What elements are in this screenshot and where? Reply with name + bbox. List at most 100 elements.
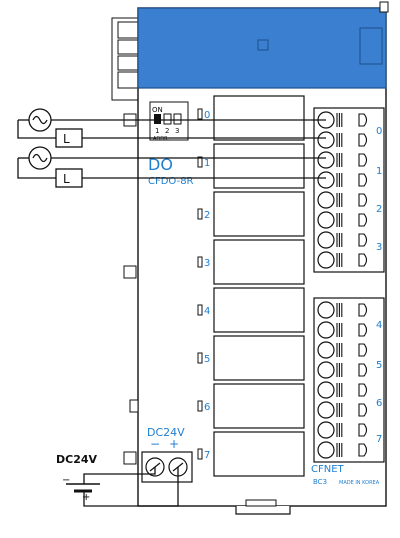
terminal-group-label-1: 1 xyxy=(376,166,382,177)
dip-pos-2: 2 xyxy=(165,127,169,135)
terminal-screw xyxy=(317,171,335,189)
terminal-block-lower xyxy=(313,297,385,463)
terminal-release-tab xyxy=(358,133,368,147)
channel-number-4: 4 xyxy=(204,306,210,317)
external-supply-label: DC24V xyxy=(56,453,98,466)
led-indicator-1 xyxy=(197,156,203,168)
din-clip-slot xyxy=(245,499,277,507)
led-indicator-0 xyxy=(197,108,203,120)
relay-0 xyxy=(213,95,305,141)
terminal-release-tab xyxy=(358,323,368,337)
power-plus-label: + xyxy=(169,437,179,451)
led-indicator-3 xyxy=(197,256,203,268)
cover-screw-icon xyxy=(257,39,269,51)
module-title: DO xyxy=(148,155,173,174)
terminal-screw xyxy=(317,131,335,149)
brand-code: BC3 xyxy=(313,478,327,486)
terminal-group-label-0: 0 xyxy=(376,126,382,137)
power-label: DC24V xyxy=(147,426,185,439)
terminal-group-label-3: 3 xyxy=(376,242,382,253)
terminal-group-labels: 0 1 2 3 4 5 6 7 xyxy=(376,126,382,445)
terminal-group-label-2: 2 xyxy=(376,204,382,215)
terminal-release-tab xyxy=(358,113,368,127)
dip-pos-3: 3 xyxy=(175,127,179,135)
battery-icon xyxy=(66,483,100,493)
terminal-release-tab xyxy=(358,443,368,457)
terminal-release-tab xyxy=(358,213,368,227)
terminal-release-tab xyxy=(358,253,368,267)
terminal-group-label-4: 4 xyxy=(376,320,382,331)
ac-source-icon xyxy=(18,146,52,170)
dip-pos-1: 1 xyxy=(155,127,159,135)
channel-number-6: 6 xyxy=(204,402,210,413)
battery-plus-label: + xyxy=(82,492,90,503)
relay-2 xyxy=(213,191,305,237)
terminal-screw xyxy=(317,211,335,229)
relay-5 xyxy=(213,335,305,381)
terminal-release-tab xyxy=(358,303,368,317)
terminal-release-tab xyxy=(358,363,368,377)
channel-number-1: 1 xyxy=(204,158,210,169)
channel-number-2: 2 xyxy=(204,210,210,221)
brand-label: CFNET xyxy=(311,464,345,475)
module-model: CFDO-8R xyxy=(148,176,194,187)
terminal-release-tab xyxy=(358,173,368,187)
led-indicator-7 xyxy=(197,448,203,460)
load-2: L xyxy=(55,168,83,188)
terminal-screw xyxy=(317,401,335,419)
terminal-screw xyxy=(317,441,335,459)
relay-1 xyxy=(213,143,305,189)
side-latches xyxy=(123,113,139,465)
terminal-release-tab xyxy=(358,193,368,207)
terminal-group-label-6: 6 xyxy=(376,398,382,409)
channel-number-5: 5 xyxy=(204,354,210,365)
terminal-block-upper xyxy=(313,107,385,273)
relay-4 xyxy=(213,287,305,333)
top-connector xyxy=(111,17,143,101)
terminal-screw xyxy=(317,191,335,209)
led-indicator-2 xyxy=(197,208,203,220)
terminal-screw xyxy=(317,251,335,269)
relay-3 xyxy=(213,239,305,285)
dip-switch: ON 1 2 3 ADDR. xyxy=(149,101,189,142)
blue-cover xyxy=(137,7,387,89)
terminal-release-tab xyxy=(358,343,368,357)
terminal-group-label-7: 7 xyxy=(376,434,382,445)
terminal-screw xyxy=(317,231,335,249)
terminal-release-tab xyxy=(358,383,368,397)
terminal-screw xyxy=(317,301,335,319)
terminal-release-tab xyxy=(358,423,368,437)
led-indicator-5 xyxy=(197,352,203,364)
load-1: L xyxy=(55,128,83,148)
terminal-screw xyxy=(317,361,335,379)
power-terminal xyxy=(141,451,193,483)
din-clip xyxy=(235,506,291,515)
terminal-screw xyxy=(317,381,335,399)
channel-number-3: 3 xyxy=(204,258,210,269)
led-indicator-6 xyxy=(197,400,203,412)
relay-7 xyxy=(213,431,305,477)
terminal-screw xyxy=(317,151,335,169)
top-hook xyxy=(379,1,389,13)
ac-source-icon xyxy=(18,108,52,132)
terminal-blocks xyxy=(313,107,385,463)
channel-number-7: 7 xyxy=(204,450,210,461)
battery-minus-label: − xyxy=(62,475,70,486)
terminal-screw xyxy=(317,341,335,359)
terminal-release-tab xyxy=(358,153,368,167)
made-in-label: MADE IN KOREA xyxy=(339,480,380,486)
load-2-symbol: L xyxy=(63,172,70,186)
terminal-release-tab xyxy=(358,233,368,247)
terminal-screw xyxy=(317,321,335,339)
terminal-group-label-5: 5 xyxy=(376,360,382,371)
terminal-release-tab xyxy=(358,403,368,417)
load-1-symbol: L xyxy=(63,132,70,146)
cover-latch xyxy=(359,27,383,65)
terminal-screw xyxy=(317,421,335,439)
field-wiring xyxy=(17,119,326,507)
dip-on-label: ON xyxy=(152,106,163,114)
relay-6 xyxy=(213,383,305,429)
led-indicator-4 xyxy=(197,304,203,316)
